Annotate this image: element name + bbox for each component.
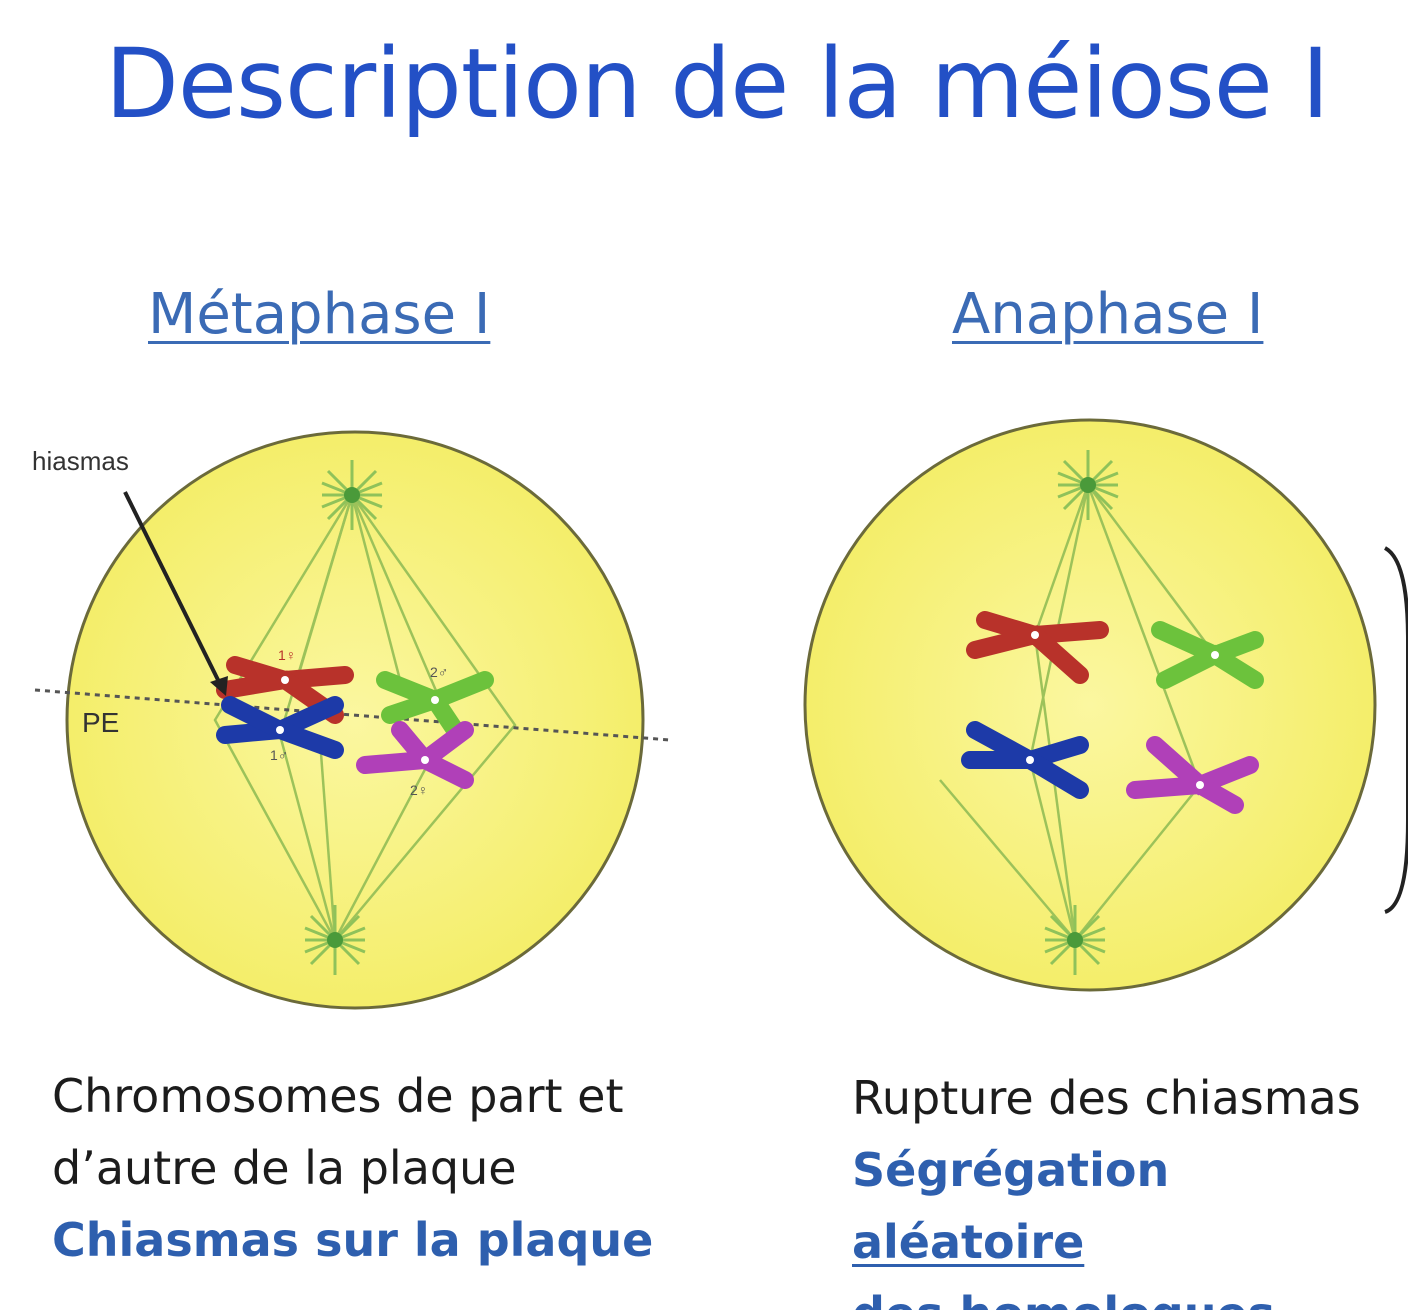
caption-highlight: des homologues [852, 1278, 1408, 1310]
caption-line: Chromosomes de part et [52, 1069, 624, 1123]
anaphase-cell [803, 418, 1408, 992]
caption-highlight: Ségrégation [852, 1143, 1170, 1197]
chr-label-purple: 2♀ [410, 782, 428, 798]
caption-highlight: Chiasmas sur la plaque [52, 1213, 654, 1267]
caption-emphasis: aléatoire [852, 1215, 1085, 1269]
bracket [1383, 546, 1408, 914]
metaphase-heading: Métaphase I [148, 282, 491, 347]
caption-line: Rupture des chiasmas [852, 1071, 1361, 1125]
chiasma-arrow [123, 491, 224, 689]
equatorial-plate-line [34, 688, 671, 742]
chiasmas-label: hiasmas [32, 446, 129, 476]
slide-title: Description de la méiose I [105, 28, 1330, 140]
arrow-head-icon [210, 676, 228, 696]
metaphase-caption: Chromosomes de part et d’autre de la pla… [52, 1060, 653, 1276]
anaphase-caption: Rupture des chiasmas Ségrégation aléatoi… [852, 1062, 1408, 1310]
chr-label-green: 2♂ [430, 664, 448, 680]
spindle-fibers [213, 494, 517, 941]
chr-label-blue: 1♂ [270, 747, 288, 763]
metaphase-cell: hiasmas PE 1♀ 1♂ 2♂ 2♀ [32, 430, 671, 1010]
anaphase-heading: Anaphase I [952, 282, 1264, 347]
caption-line: d’autre de la plaque [52, 1141, 517, 1195]
plate-label: PE [82, 707, 119, 738]
chr-label-red: 1♀ [278, 647, 296, 663]
